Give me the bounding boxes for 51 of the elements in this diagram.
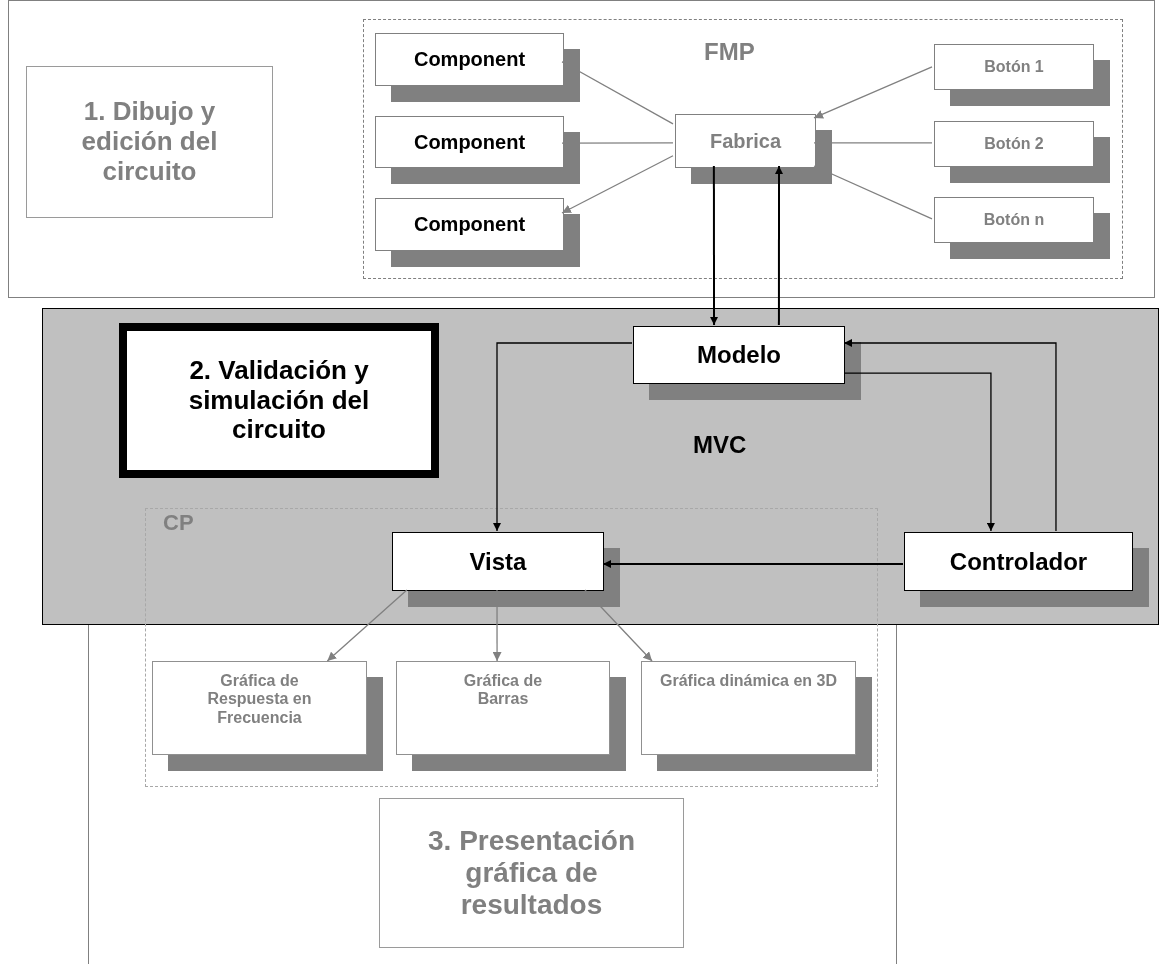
- connector-arrow: [843, 372, 995, 532]
- stage-box: [26, 66, 273, 218]
- connector-arrow: [492, 589, 502, 662]
- box-label: Modelo: [696, 341, 782, 369]
- box-label: Botón n: [982, 210, 1046, 230]
- stage-box: [119, 323, 439, 478]
- section-band: [42, 308, 1159, 625]
- connector-arrow: [493, 342, 633, 532]
- box-label: Gráfica de Barras: [462, 672, 544, 709]
- process-box: [904, 532, 1133, 591]
- box-label: Gráfica dinámica en 3D: [659, 672, 838, 691]
- process-box: [375, 33, 564, 86]
- process-box: [934, 197, 1094, 243]
- box-label: Component: [412, 130, 527, 154]
- box-label: Vista: [468, 547, 528, 576]
- process-box: [633, 326, 845, 384]
- connector-arrow: [584, 589, 653, 662]
- process-box: [396, 661, 610, 755]
- box-label: 3. Presentación gráfica de resultados: [427, 824, 636, 922]
- connector-arrow: [775, 165, 784, 326]
- group-title: CP: [163, 510, 194, 536]
- box-label: Botón 1: [983, 57, 1045, 77]
- box-label: Component: [412, 213, 527, 236]
- connector-arrow: [602, 560, 904, 569]
- box-label: Component: [412, 48, 527, 71]
- process-box: [375, 116, 564, 168]
- connector-arrow: [326, 589, 408, 662]
- connector-arrow: [561, 61, 674, 125]
- box-label: Controlador: [948, 547, 1089, 576]
- connector-arrow: [843, 339, 1057, 532]
- connector-arrow: [561, 155, 674, 214]
- process-box: [641, 661, 856, 755]
- section-panel: [8, 0, 1155, 298]
- group-title: MVC: [693, 431, 747, 459]
- process-box: [152, 661, 367, 755]
- group-title: FMP: [704, 38, 755, 66]
- box-label: Fabrica: [708, 129, 783, 153]
- process-box: [375, 198, 564, 251]
- box-label: 2. Validación y simulación del circuito: [187, 355, 371, 446]
- box-label: 1. Dibujo y edición del circuito: [80, 97, 219, 187]
- stage-box: [379, 798, 684, 948]
- dashed-group-box: [363, 19, 1123, 279]
- box-label: Gráfica de Respuesta en Frecuencia: [206, 672, 313, 728]
- connector-arrow: [813, 66, 933, 119]
- process-box: [934, 44, 1094, 90]
- process-box: [934, 121, 1094, 167]
- connector-arrow: [710, 165, 719, 326]
- process-box: [675, 114, 816, 168]
- process-box: [392, 532, 604, 591]
- section-panel: [88, 625, 897, 964]
- box-label: Botón 2: [983, 134, 1045, 154]
